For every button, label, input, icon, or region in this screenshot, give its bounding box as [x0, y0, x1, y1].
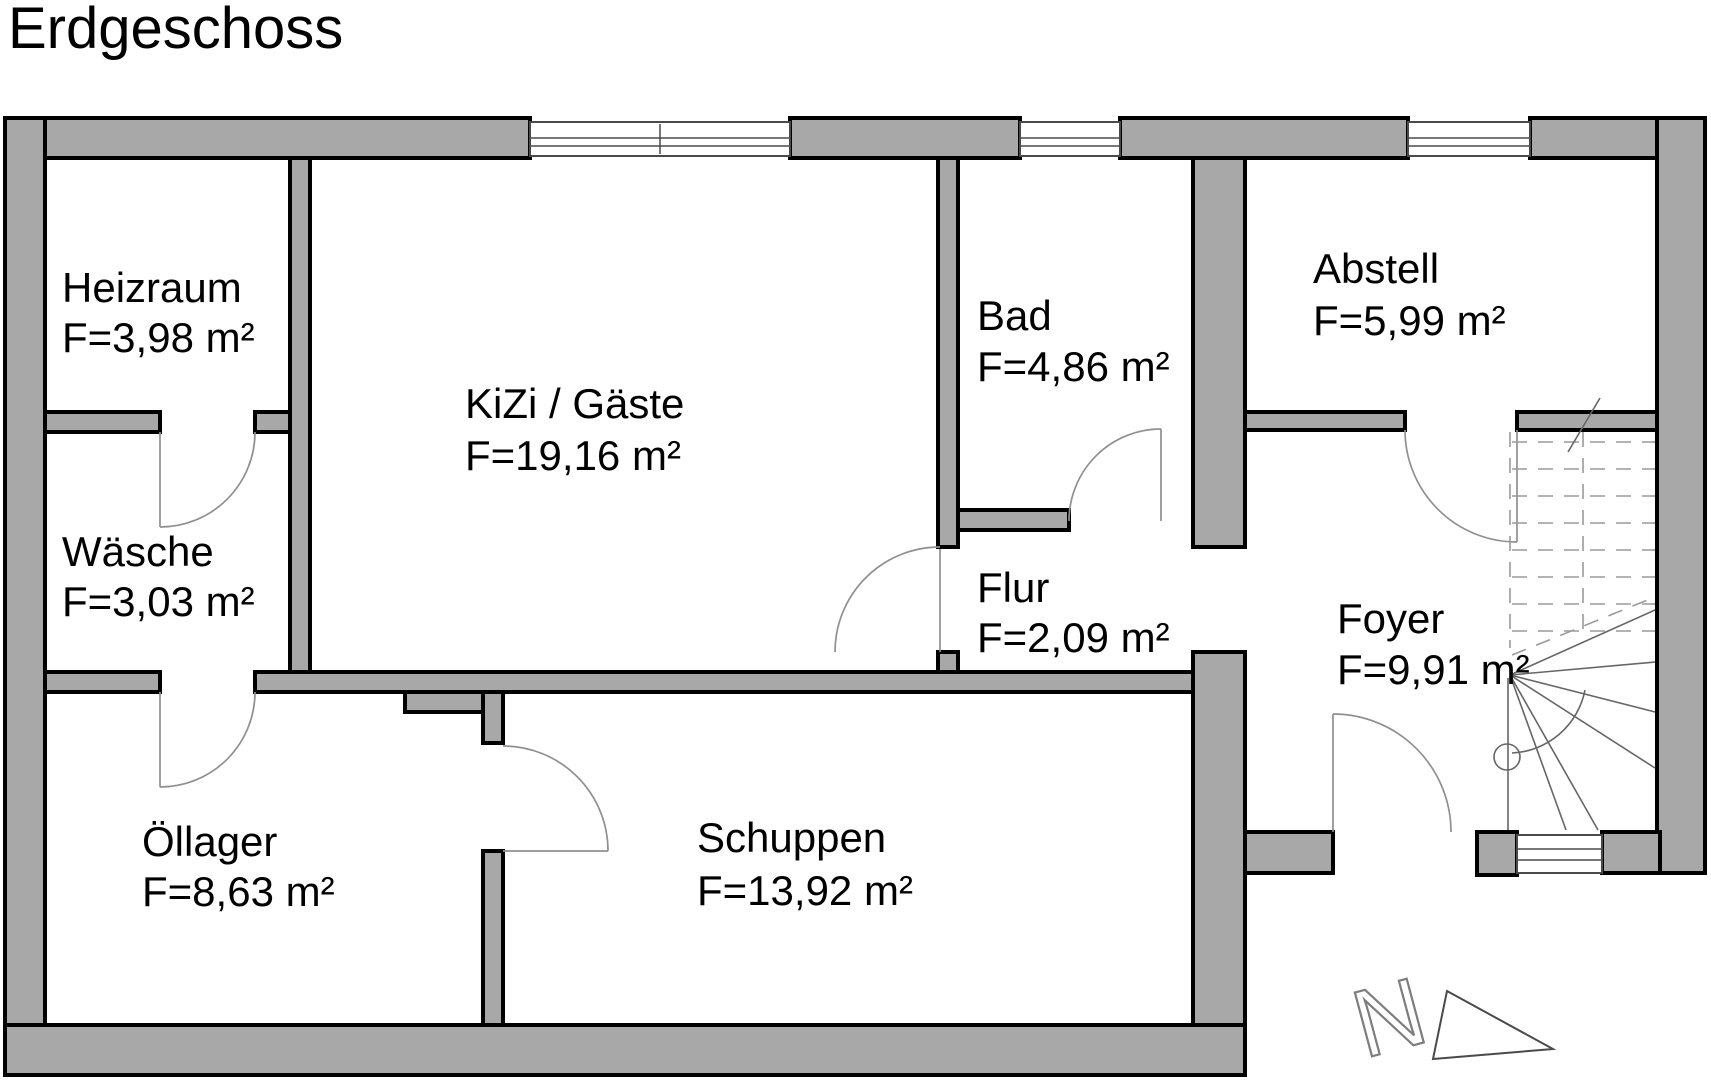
door-swing-schuppen [502, 745, 609, 852]
windows [529, 121, 1603, 874]
wall-flur-stub [936, 650, 960, 674]
door-swing-heizraum [159, 431, 256, 528]
room-area: F=13,92 m² [697, 867, 913, 914]
door-swing-waesche [159, 691, 256, 788]
room-label-foyer: Foyer F=9,91 m² [1337, 595, 1530, 693]
wall-oellager-schuppen-top [481, 690, 505, 745]
wall-top-2 [788, 116, 1022, 160]
wall-heizraum-bottom-left [43, 410, 162, 434]
room-area: F=8,63 m² [142, 868, 335, 915]
window-icon-entrance [1516, 834, 1603, 874]
room-name: Heizraum [62, 264, 242, 311]
door-swing-entrance [1332, 713, 1452, 833]
window-icon-abstell [1407, 121, 1531, 157]
room-label-kizi: KiZi / Gäste F=19,16 m² [465, 380, 684, 479]
wall-abstell-bottom-left [1243, 410, 1407, 432]
room-name: KiZi / Gäste [465, 380, 684, 427]
room-area: F=3,98 m² [62, 314, 255, 361]
room-area: F=19,16 m² [465, 432, 681, 479]
door-swing-bad [1068, 428, 1162, 522]
room-name: Flur [977, 564, 1049, 611]
stair-break-mark [1567, 397, 1601, 453]
wall-divider-lower [1191, 650, 1247, 1027]
stair-walk-line [1511, 689, 1586, 754]
window-icon-bad [1019, 121, 1121, 157]
room-name: Schuppen [697, 814, 886, 861]
wall-bottom [3, 1023, 1247, 1077]
room-label-waesche: Wäsche F=3,03 m² [62, 528, 255, 625]
room-name: Foyer [1337, 595, 1444, 642]
wall-left [3, 116, 47, 1077]
page-title: Erdgeschoss [8, 0, 343, 61]
wall-waesche-bottom-left [43, 670, 162, 694]
wall-bad-bottom [956, 508, 1071, 532]
wall-top-1 [3, 116, 532, 160]
wall-entrance-corner [1600, 830, 1662, 875]
room-name: Abstell [1313, 245, 1439, 292]
wall-heizraum-kizi [288, 156, 312, 674]
window-icon-kizi [529, 121, 791, 157]
wall-oellager-schuppen-bottom [481, 849, 505, 1027]
wall-heizraum-bottom-right [253, 410, 292, 434]
north-arrow-icon: N [1341, 956, 1557, 1080]
north-label: N [1342, 957, 1437, 1078]
door-swing-abstell [1404, 429, 1518, 543]
door-swing-kizi [834, 546, 941, 653]
room-label-oellager: Öllager F=8,63 m² [142, 818, 335, 915]
wall-lower-long [253, 670, 1195, 694]
wall-foyer-bottom [1243, 830, 1335, 875]
room-area: F=4,86 m² [977, 343, 1170, 390]
wall-kizi-bad [936, 156, 960, 549]
room-label-flur: Flur F=2,09 m² [977, 564, 1170, 661]
doors [159, 428, 1518, 852]
room-labels: Heizraum F=3,98 m² Wäsche F=3,03 m² KiZi… [62, 245, 1530, 915]
staircase [1493, 397, 1656, 831]
room-name: Wäsche [62, 528, 214, 575]
wall-top-3 [1118, 116, 1410, 160]
wall-entrance-post [1475, 830, 1519, 877]
room-label-heizraum: Heizraum F=3,98 m² [62, 264, 255, 361]
room-area: F=5,99 m² [1313, 297, 1506, 344]
room-area: F=9,91 m² [1337, 646, 1530, 693]
room-area: F=2,09 m² [977, 614, 1170, 661]
room-area: F=3,03 m² [62, 578, 255, 625]
room-label-bad: Bad F=4,86 m² [977, 292, 1170, 390]
walls [3, 116, 1707, 1077]
room-name: Bad [977, 292, 1052, 339]
stair-circle-marker [1493, 743, 1521, 771]
room-name: Öllager [142, 818, 277, 865]
room-label-schuppen: Schuppen F=13,92 m² [697, 814, 913, 914]
wall-divider-upper [1191, 156, 1247, 549]
room-label-abstell: Abstell F=5,99 m² [1313, 245, 1506, 344]
wall-right [1655, 116, 1707, 875]
